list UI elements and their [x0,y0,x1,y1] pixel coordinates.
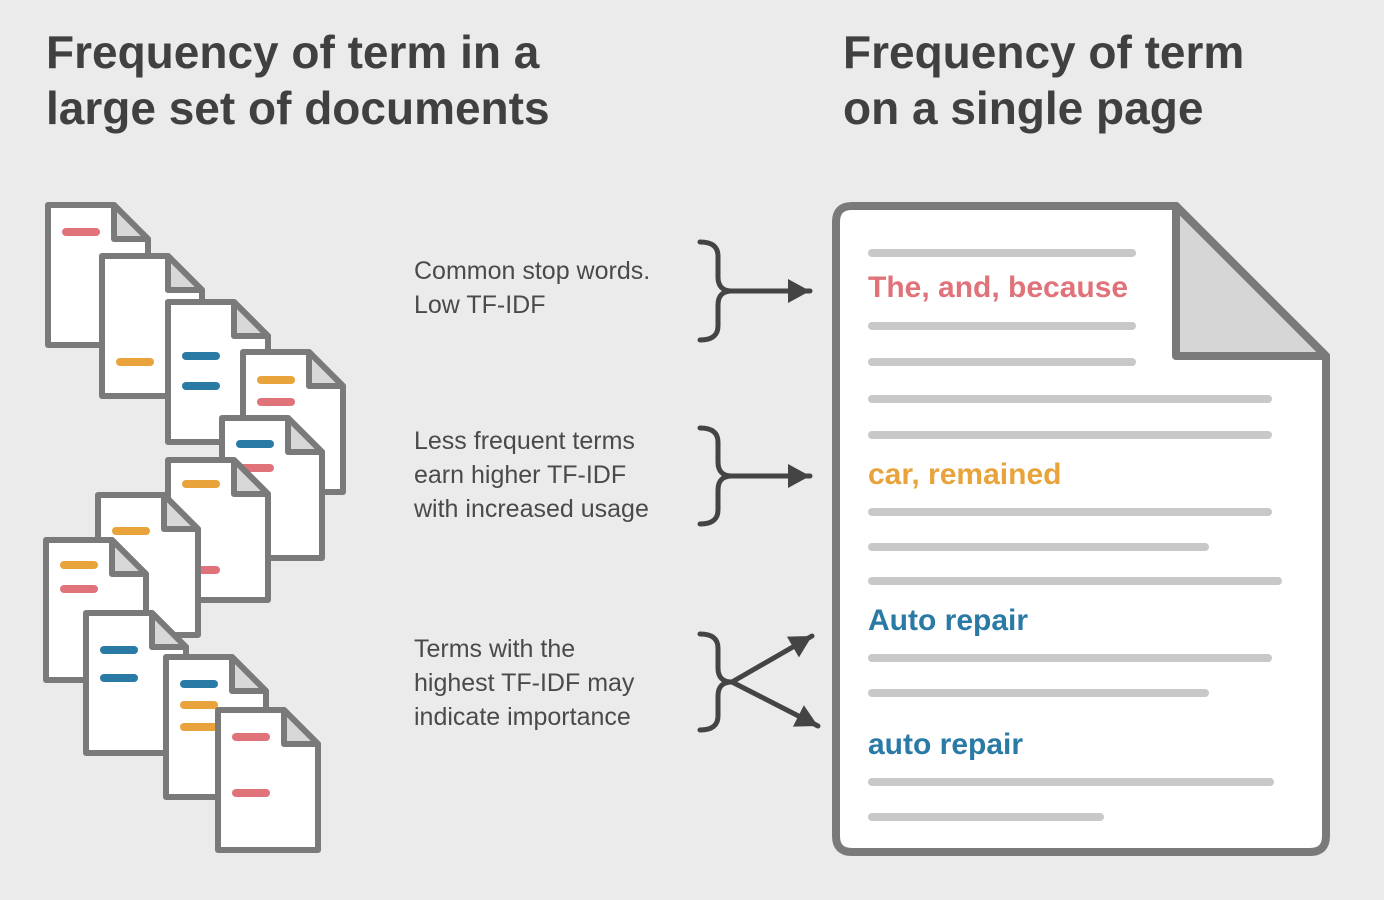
document-fold [231,457,271,497]
document-fold [149,610,189,650]
caption-line: highest TF-IDF may [414,669,635,697]
arrow-head-icon [788,464,810,488]
caption-line: indicate importance [414,703,631,731]
bracket-icon [697,631,735,733]
document-icon [83,610,189,756]
term-important-lowercase: auto repair [868,728,1024,761]
term-medium: car, remained [868,458,1062,491]
caption-line: Terms with the [414,635,576,663]
bracket-icon [697,425,735,527]
caption-line: Less frequent terms [414,427,635,455]
document-fold [306,349,346,389]
arrow-head-icon [786,636,812,658]
arrow-head-icon [788,279,810,303]
document-fold [231,299,271,339]
document-fold [161,492,201,532]
document-fold [285,415,325,455]
caption-line: with increased usage [414,495,649,523]
caption-line: earn higher TF-IDF [414,461,627,489]
page-fold [1172,202,1330,360]
left-heading-line-2: large set of documents [46,82,550,134]
caption-highest: Terms with the highest TF-IDF may indica… [414,632,634,734]
document-fold [281,707,321,747]
document-fold [109,537,149,577]
caption-line: Common stop words. [414,257,651,285]
caption-line: Low TF-IDF [414,291,546,319]
caption-less-frequent: Less frequent terms earn higher TF-IDF w… [414,424,649,526]
document-fold [111,202,151,242]
right-heading-line-2: on a single page [843,82,1204,134]
arrow-head-icon [792,705,818,727]
document-fold [165,253,205,293]
document-fold [229,654,269,694]
left-heading: Frequency of term in a large set of docu… [46,24,550,136]
left-heading-line-1: Frequency of term in a [46,26,540,78]
term-stop-words: The, and, because [868,271,1129,304]
caption-stop-words: Common stop words. Low TF-IDF [414,254,650,322]
document-icon [215,707,321,853]
term-important-capitalized: Auto repair [868,604,1029,637]
right-heading: Frequency of term on a single page [843,24,1244,136]
bracket-icon [697,239,735,343]
right-heading-line-1: Frequency of term [843,26,1245,78]
